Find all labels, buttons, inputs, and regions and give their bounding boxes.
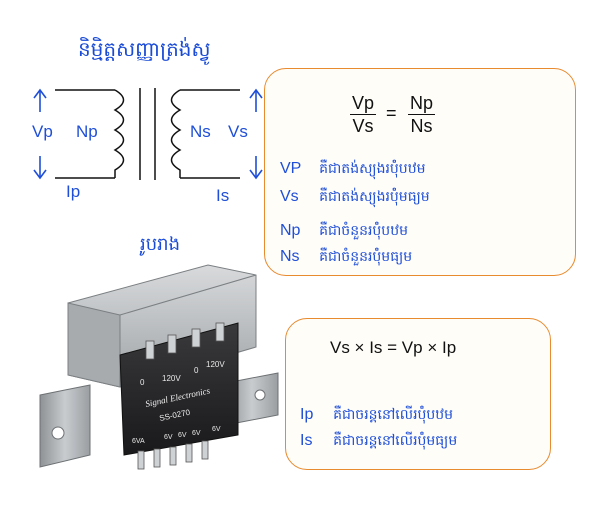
photo-label-6v: 6V <box>192 430 201 437</box>
fraction-np-ns: Np Ns <box>408 92 436 137</box>
photo-label-120v-left: 120V <box>162 374 181 383</box>
fraction-vs: Vs <box>352 116 374 136</box>
label-ns: Ns <box>190 122 211 141</box>
definition-text: គឺជាចំនួនរប៉ុំមធ្យម <box>319 249 413 265</box>
current-relation-box <box>285 318 551 470</box>
fraction-vp-vs: Vp Vs <box>350 92 377 137</box>
label-np: Np <box>76 122 98 141</box>
definition-text: គឺជាចំនួនរប៉ុំបឋម <box>319 223 408 239</box>
definition-text: គឺជាចរន្តនៅលើរប៉ុំបឋម <box>333 407 454 423</box>
power-balance-formula: Vs × Is = Vp × Ip <box>330 338 457 357</box>
transformer-photo: 0 120V 0 120V Signal Electronics SS-0270… <box>39 264 279 470</box>
label-vp: Vp <box>32 122 53 141</box>
definition-text: គឺជាចរន្តនៅលើរប៉ុំមធ្យម <box>333 433 458 449</box>
photo-label-6v: 6V <box>212 426 221 433</box>
definition-symbol: Np <box>280 222 301 239</box>
photo-label-6v: 6V <box>164 434 173 441</box>
label-ip: Ip <box>66 182 81 201</box>
definition-row: VP គឺជាតង់ស្យុងរប៉ុំបឋម <box>280 158 425 180</box>
voltage-up-arrow-right <box>249 88 263 112</box>
photo-label-0b: 0 <box>194 366 199 375</box>
fraction-ns: Ns <box>410 116 433 136</box>
fraction-np: Np <box>408 93 436 115</box>
definition-row: Ns គឺជាចំនួនរប៉ុំមធ្យម <box>280 246 412 268</box>
appearance-subtitle: រូបរាង <box>140 234 180 255</box>
definition-symbol: Ip <box>300 406 314 423</box>
fraction-vp: Vp <box>350 93 377 115</box>
definition-text: គឺជាតង់ស្យុងរប៉ុំមធ្យម <box>319 189 430 205</box>
equals-sign: = <box>386 103 397 123</box>
definition-row: Np គឺជាចំនួនរប៉ុំបឋម <box>280 220 408 242</box>
definition-symbol: Is <box>300 432 313 449</box>
definition-text: គឺជាតង់ស្យុងរប៉ុំបឋម <box>319 161 426 177</box>
photo-label-6v: 6V <box>178 432 187 439</box>
label-vs: Vs <box>228 122 248 141</box>
definition-symbol: Ns <box>280 248 300 265</box>
label-is: Is <box>216 186 230 205</box>
photo-label-120v-right: 120V <box>206 360 225 369</box>
definition-row: Vs គឺជាតង់ស្យុងរប៉ុំមធ្យម <box>280 186 430 208</box>
photo-label-6va: 6VA <box>132 438 145 445</box>
definition-row: Is គឺជាចរន្តនៅលើរប៉ុំមធ្យម <box>300 430 457 452</box>
definition-symbol: VP <box>280 160 302 177</box>
voltage-down-arrow-left <box>33 156 47 180</box>
voltage-up-arrow-left <box>33 88 47 112</box>
voltage-ratio-box <box>264 68 576 276</box>
schematic-title: និម្មិត្តសញ្ញាត្រង់ស្វូ <box>78 37 211 61</box>
voltage-down-arrow-right <box>249 156 263 180</box>
definition-row: Ip គឺជាចរន្តនៅលើរប៉ុំបឋម <box>300 404 453 426</box>
photo-label-0a: 0 <box>140 378 145 387</box>
transformer-schematic <box>33 88 263 180</box>
definition-symbol: Vs <box>280 188 299 205</box>
